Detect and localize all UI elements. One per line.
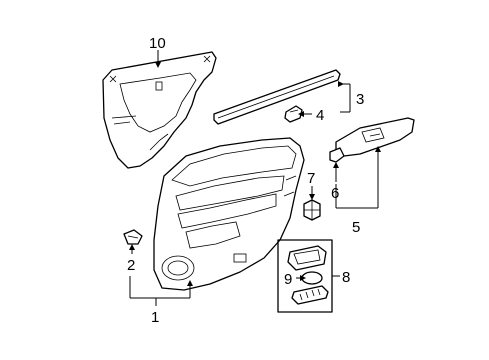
part-5-switch-bezel — [335, 117, 415, 157]
part-2-clip — [123, 229, 143, 245]
callout-8: 8 — [342, 269, 350, 286]
part-7-retainer — [303, 199, 321, 221]
callout-4: 4 — [316, 107, 324, 124]
part-8-courtesy-lamp-box — [277, 239, 333, 313]
callout-2: 2 — [127, 257, 135, 274]
part-6-switch — [329, 147, 345, 163]
part-1-door-trim-panel — [153, 137, 305, 291]
part-10-hole-cover — [102, 51, 217, 169]
callout-6: 6 — [331, 185, 339, 202]
part-3-belt-moulding — [213, 69, 341, 125]
callout-7: 7 — [307, 170, 315, 187]
callout-3: 3 — [356, 91, 364, 108]
callout-labels: 10 3 4 7 6 5 2 9 8 1 — [127, 35, 364, 326]
callout-1: 1 — [151, 309, 159, 326]
callout-10: 10 — [149, 35, 166, 52]
callout-9: 9 — [284, 271, 292, 288]
leader-lines — [129, 50, 381, 306]
callout-5: 5 — [352, 219, 360, 236]
part-4-clip — [284, 105, 303, 123]
